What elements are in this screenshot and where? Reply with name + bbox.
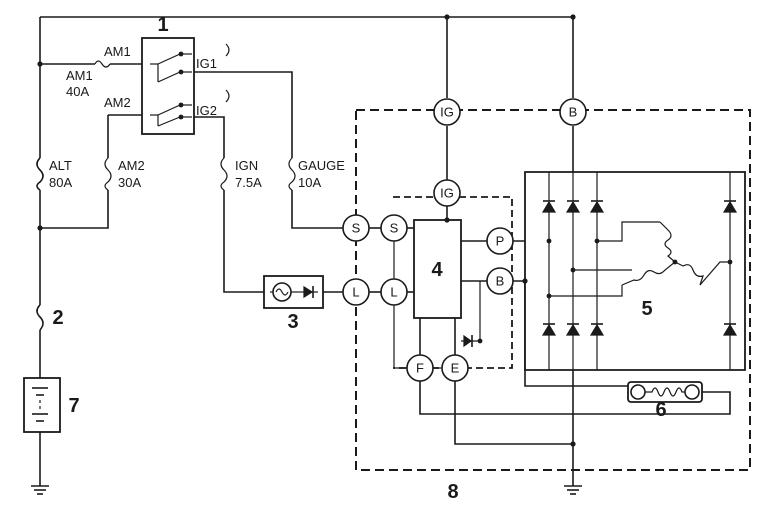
component-number-2: 2: [52, 307, 63, 329]
terminal-reg-s-label: S: [390, 221, 399, 236]
ignition-switch: 1 AM1 AM2 IG1 IG2: [104, 14, 230, 135]
fuse-alt-rating: 80A: [49, 175, 72, 190]
terminal-alt-s: S: [342, 214, 370, 242]
fuse-gauge-name: GAUGE: [298, 158, 345, 173]
alternator-housing: 8: [355, 109, 751, 503]
fuse-gauge-rating: 10A: [298, 175, 321, 190]
terminal-alt-s-label: S: [352, 221, 361, 236]
terminal-reg-b-label: B: [496, 274, 505, 289]
fuse-ign-name: IGN: [235, 158, 258, 173]
terminal-reg-s: S: [380, 214, 408, 242]
fuse-alt-name: ALT: [49, 158, 72, 173]
component-number-5: 5: [641, 298, 652, 320]
terminal-alt-ig: IG: [433, 98, 461, 126]
fuse-am1-name: AM1: [66, 68, 93, 83]
fuse-ign: IGN 7.5A: [220, 157, 262, 191]
fuse-am2: AM2 30A: [104, 157, 145, 191]
component-number-7: 7: [68, 395, 79, 417]
switch-pin-ig2: IG2: [196, 103, 217, 118]
terminal-reg-ig-label: IG: [440, 186, 454, 201]
ground-symbol-left: [31, 485, 49, 495]
terminal-reg-l-label: L: [390, 285, 397, 300]
ground-symbol-right: [564, 485, 582, 495]
terminal-reg-f: F: [406, 354, 434, 382]
junction-dots: [37, 14, 576, 447]
terminal-reg-p-label: P: [496, 234, 505, 249]
battery: 7: [23, 377, 80, 433]
wire-break-mark: [225, 43, 230, 57]
component-number-3: 3: [287, 311, 298, 333]
fuse-gauge: GAUGE 10A: [288, 157, 345, 191]
switch-pin-ig1: IG1: [196, 56, 217, 71]
component-number-4: 4: [431, 259, 443, 281]
fuse-ign-rating: 7.5A: [235, 175, 262, 190]
terminal-alt-l-label: L: [352, 285, 359, 300]
rectifier-stator: 5: [524, 171, 746, 371]
terminal-reg-p: P: [486, 227, 514, 255]
terminal-alt-b-label: B: [569, 105, 578, 120]
terminal-alt-l: L: [342, 278, 370, 306]
component-number-6: 6: [655, 399, 666, 421]
terminal-reg-e: E: [441, 354, 469, 382]
switch-pin-am2: AM2: [104, 95, 131, 110]
fuse-am1: AM1 40A: [66, 60, 111, 99]
fusible-link: 2: [36, 304, 64, 331]
fuse-am2-name: AM2: [118, 158, 145, 173]
fuse-alt: ALT 80A: [36, 157, 72, 191]
charge-lamp: 3: [263, 275, 324, 333]
fuse-am1-rating: 40A: [66, 84, 89, 99]
terminal-alt-b: B: [559, 98, 587, 126]
switch-pin-am1: AM1: [104, 44, 131, 59]
fuse-am2-rating: 30A: [118, 175, 141, 190]
rotor: 6: [627, 381, 703, 421]
wiring: [39, 16, 731, 486]
terminal-reg-e-label: E: [451, 361, 460, 376]
terminal-alt-ig-label: IG: [440, 105, 454, 120]
wire-break-mark: [225, 89, 230, 103]
component-number-1: 1: [157, 14, 168, 36]
terminal-reg-b: B: [486, 267, 514, 295]
terminal-reg-ig: IG: [433, 179, 461, 207]
terminal-reg-l: L: [380, 278, 408, 306]
component-number-8: 8: [447, 481, 458, 503]
terminal-reg-f-label: F: [416, 361, 424, 376]
regulator-assembly: 4: [393, 196, 513, 369]
